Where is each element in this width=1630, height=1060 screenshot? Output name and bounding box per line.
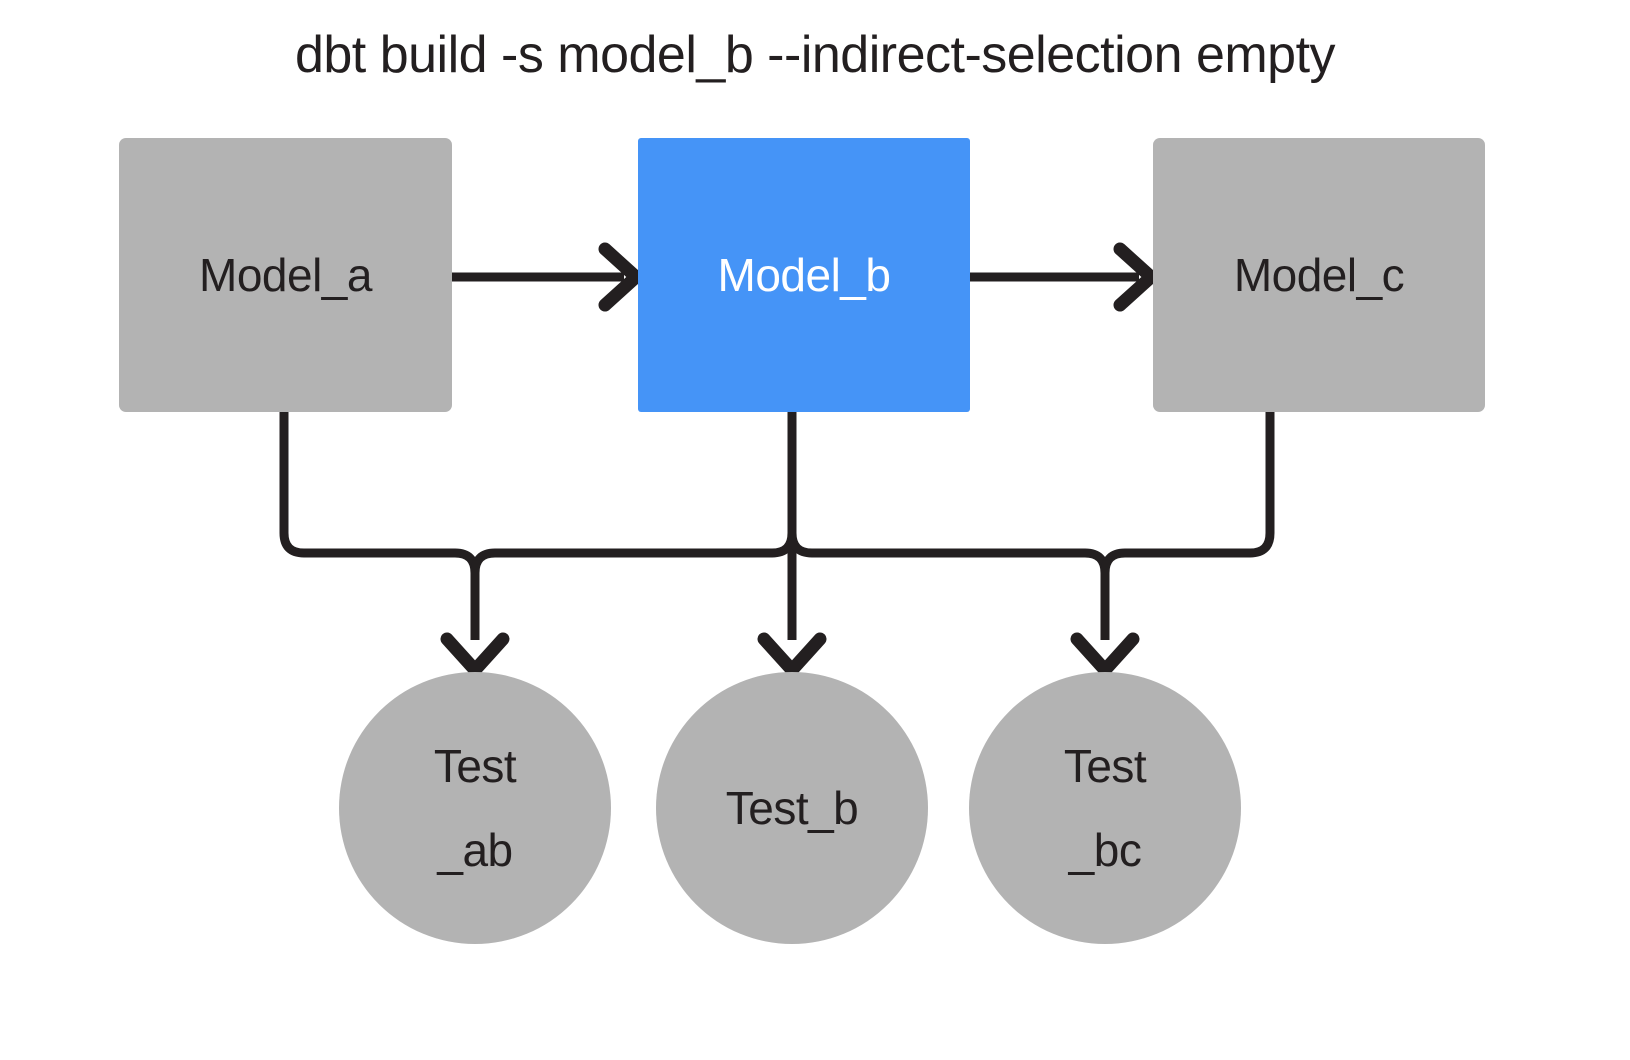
node-test-bc[interactable]: Test _bc <box>969 672 1241 944</box>
edge-model-b-to-test-bc <box>787 412 1110 640</box>
edge-model-a-to-test-ab <box>279 412 480 640</box>
arrowhead-model-c-icon <box>1113 242 1158 312</box>
edge-model-c-to-test-bc <box>1100 412 1275 640</box>
node-model-a-label: Model_a <box>199 249 372 301</box>
node-model-c-label: Model_c <box>1233 249 1405 301</box>
node-test-bc-label: Test _bc <box>1063 740 1147 876</box>
node-model-b[interactable]: Model_b <box>638 138 970 412</box>
arrowhead-test-bc-icon <box>1070 632 1140 677</box>
edge-model-b-to-test-ab <box>470 412 797 640</box>
arrowhead-test-ab-icon <box>440 632 510 677</box>
node-model-c[interactable]: Model_c <box>1153 138 1485 412</box>
page-title: dbt build -s model_b --indirect-selectio… <box>294 26 1336 84</box>
node-model-a[interactable]: Model_a <box>119 138 452 412</box>
node-model-b-label: Model_b <box>717 249 891 301</box>
arrowhead-test-b-icon <box>757 632 827 677</box>
arrowhead-model-b-icon <box>598 242 643 312</box>
node-test-ab-label: Test _ab <box>433 740 517 876</box>
node-test-ab[interactable]: Test _ab <box>339 672 611 944</box>
node-test-b-label: Test_b <box>725 782 859 834</box>
node-test-b[interactable]: Test_b <box>656 672 928 944</box>
